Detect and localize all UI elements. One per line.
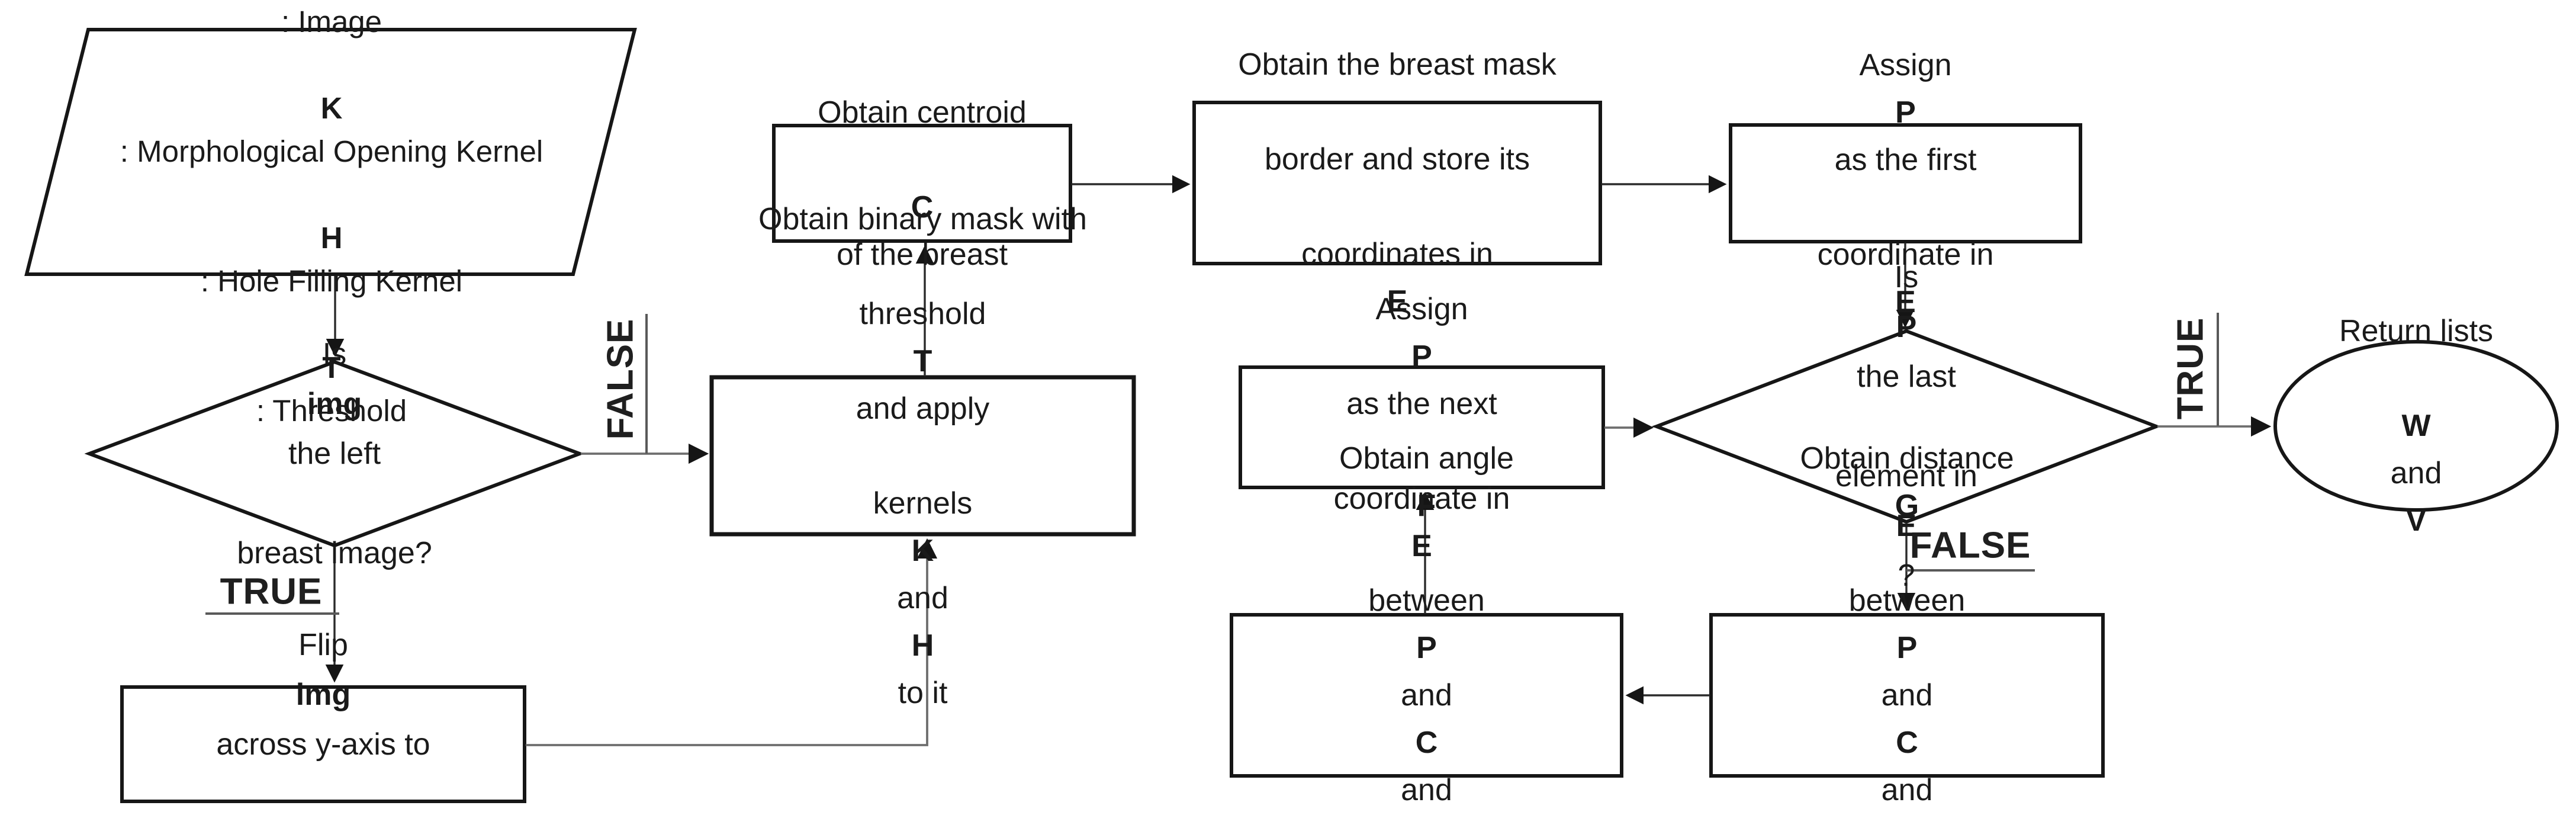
flip-img-text: Flip img across y-axis tomatch right bre… — [200, 627, 446, 828]
assign-first-box — [1729, 123, 2082, 243]
true-label-decision1: TRUE — [220, 571, 323, 612]
is-left-breast-diamond — [84, 360, 585, 548]
mask-border-box — [1192, 101, 1602, 265]
return-lists-ellipse — [2273, 340, 2559, 512]
flip-img-box — [120, 685, 526, 803]
edge-flip-to-binary — [526, 538, 938, 746]
binary-mask-box — [709, 375, 1136, 537]
distance-g-box — [1709, 613, 2105, 778]
inputs-parallelogram — [24, 28, 637, 276]
true-label-decision2: TRUE — [2170, 317, 2211, 420]
angle-f-box — [1230, 613, 1623, 778]
is-last-element-diamond — [1651, 329, 2162, 524]
centroid-box — [772, 124, 1072, 243]
false-label-decision2: FALSE — [1909, 525, 2031, 566]
assign-next-box — [1239, 365, 1605, 489]
false-label-decision1: FALSE — [600, 318, 641, 440]
